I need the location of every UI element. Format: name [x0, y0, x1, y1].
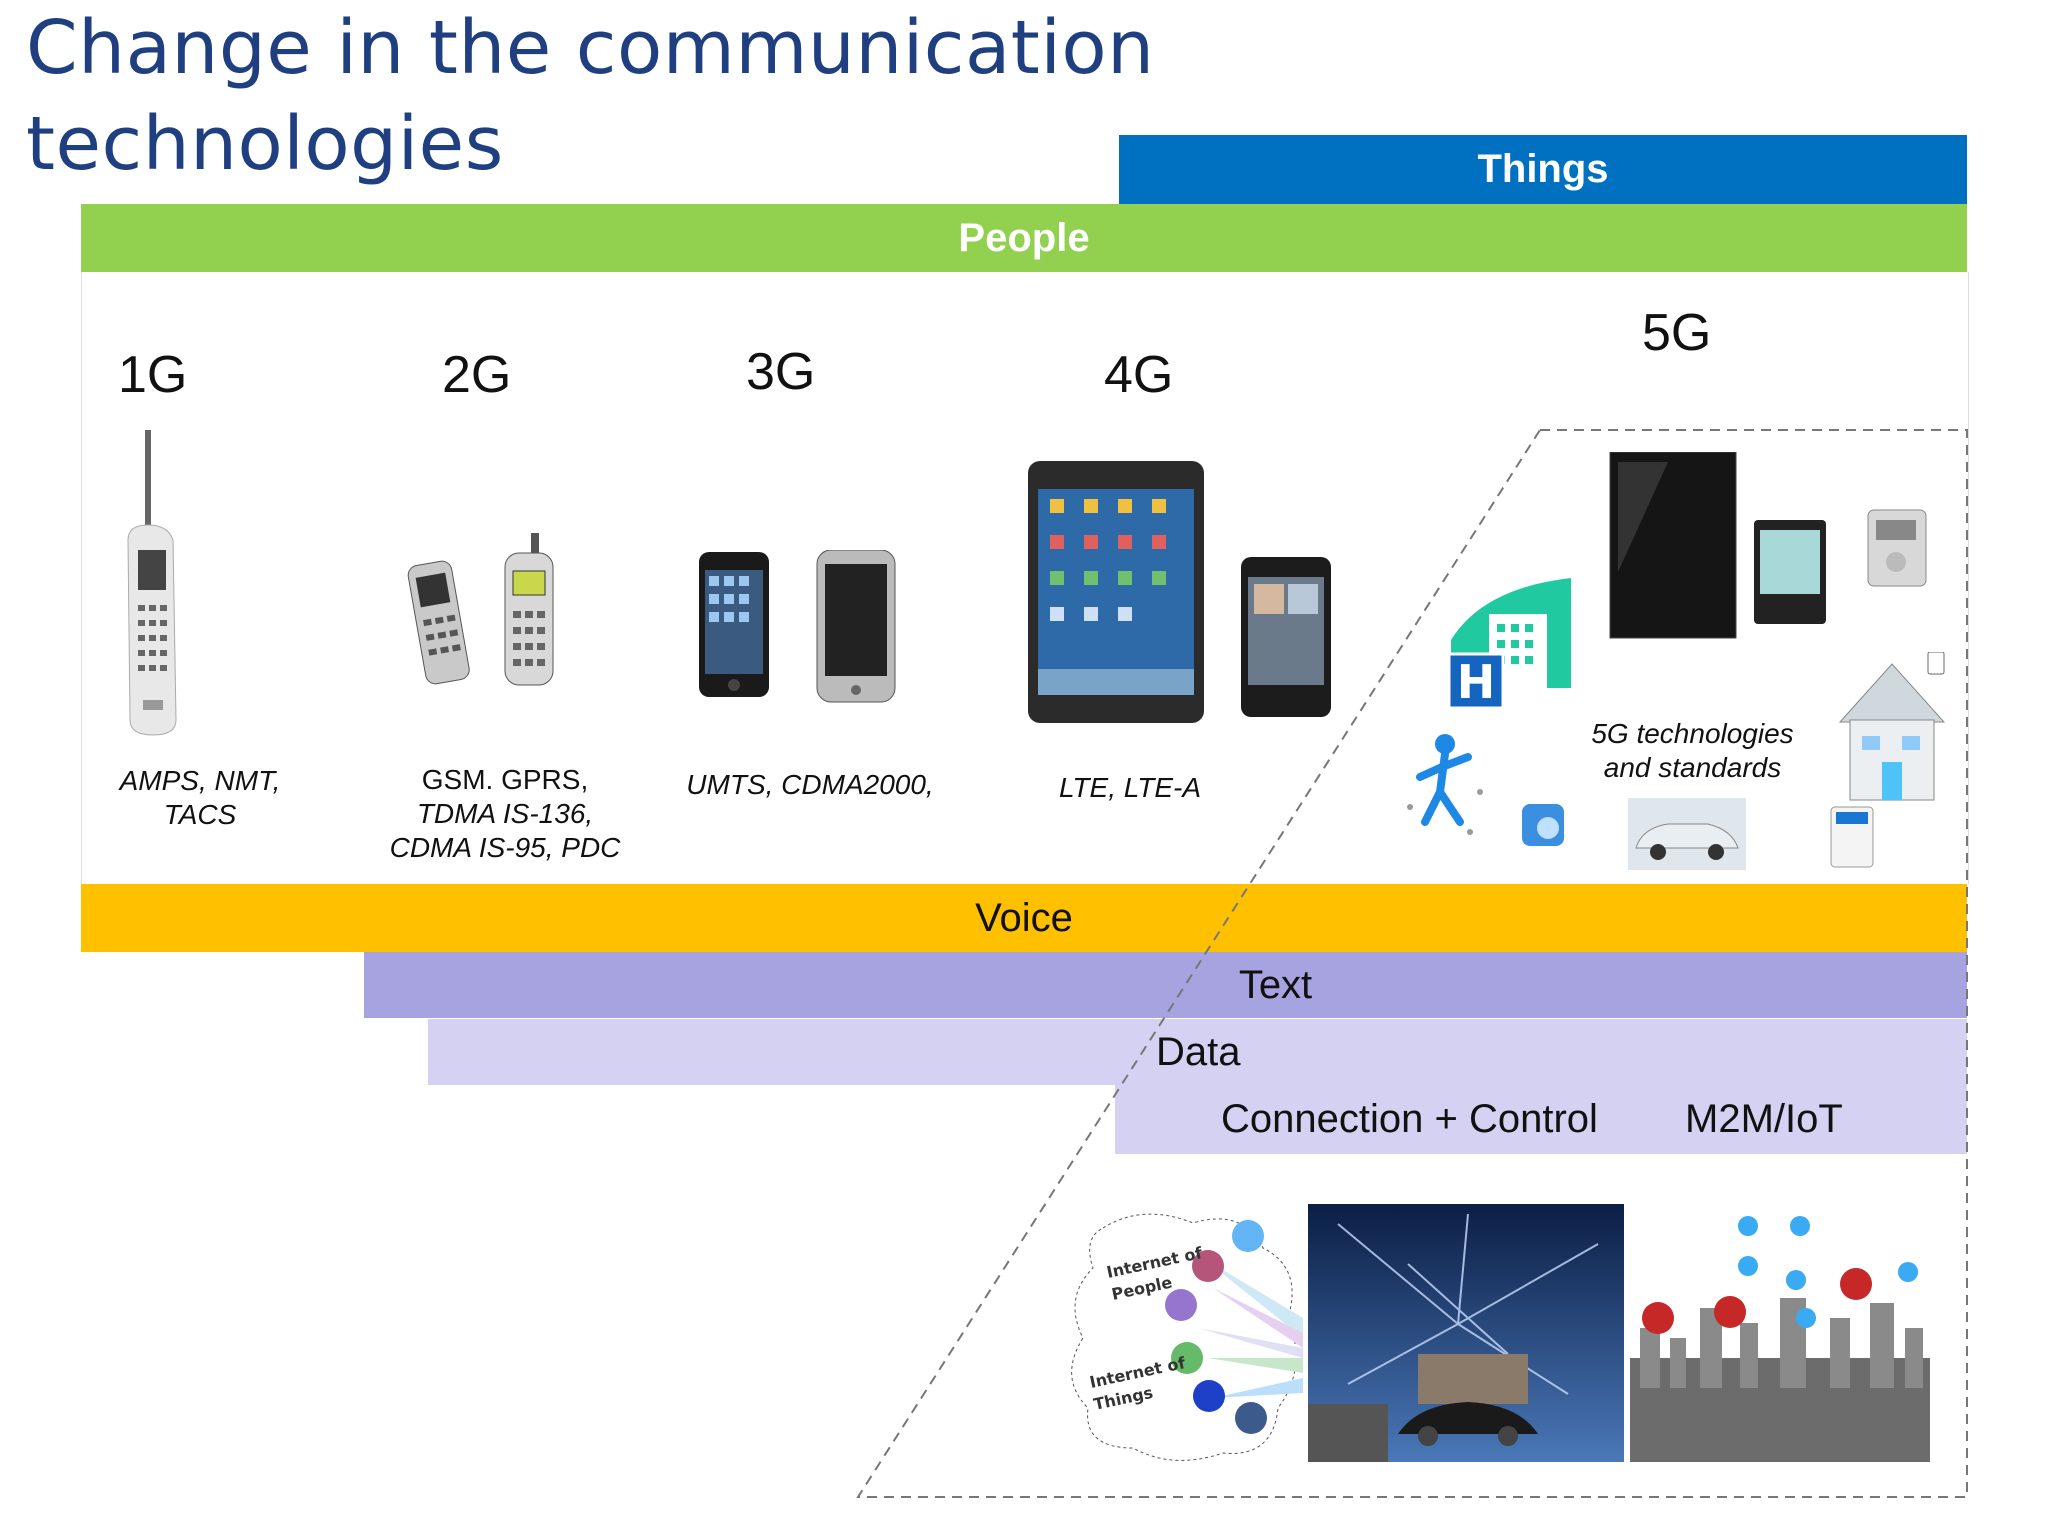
standards-5g-line-2: and standards	[1603, 752, 1782, 783]
text-band-label: Text	[1238, 962, 1313, 1007]
2g-phones-icon	[407, 533, 554, 686]
standards-1g: AMPS, NMT, TACS	[95, 764, 305, 832]
data-band-label: Data	[1156, 1029, 1241, 1074]
1g-brick-phone-icon	[127, 430, 177, 736]
standards-5g: 5G technologies and standards	[1575, 717, 1810, 785]
gen-2g-label: 2G	[442, 346, 512, 404]
data-band: Data	[428, 1019, 1967, 1085]
standards-2g: GSM. GPRS, TDMA IS-136, CDMA IS-95, PDC	[370, 763, 640, 865]
title-line-1: Change in the communication	[26, 5, 1155, 91]
blue-app-icon	[1522, 804, 1564, 846]
standards-3g-line-1: UMTS, CDMA2000,	[686, 769, 934, 800]
standards-2g-line-3: CDMA IS-95, PDC	[389, 832, 621, 863]
connection-control-label: Connection + Control	[1221, 1097, 1598, 1141]
hospital-icon: H	[1447, 578, 1571, 710]
m2m-iot-label: M2M/IoT	[1685, 1097, 1843, 1141]
connection-band: Connection + Control M2M/IoT	[1115, 1085, 1967, 1154]
svg-text:H: H	[1457, 655, 1496, 709]
gen-1g-label: 1G	[118, 346, 188, 404]
gen-4g-label: 4G	[1104, 346, 1174, 404]
smart-house-icon	[1838, 652, 1946, 801]
people-band: People	[81, 204, 1967, 272]
3g-smartphones-icon	[699, 550, 896, 703]
voice-band: Voice	[81, 884, 1967, 952]
iot-cloud-diagram-icon: Internet of People Internet of Things	[1071, 1213, 1303, 1461]
standards-3g: UMTS, CDMA2000,	[670, 768, 950, 802]
connected-city-image	[1308, 1204, 1624, 1462]
smart-meter-icon	[1830, 806, 1874, 868]
standards-2g-line-1: GSM. GPRS,	[421, 764, 589, 795]
4g-tablet-phone-icon	[1028, 461, 1331, 723]
gen-5g-label: 5G	[1642, 304, 1712, 362]
things-band: Things	[1119, 135, 1967, 204]
standards-4g-line-1: LTE, LTE-A	[1058, 772, 1202, 803]
standards-2g-line-2: TDMA IS-136,	[416, 798, 594, 829]
body-sensor-figure-icon	[1407, 734, 1483, 835]
connected-car-icon	[1628, 798, 1746, 870]
twitter-city-image	[1630, 1216, 1930, 1462]
title-line-2: technologies	[26, 101, 504, 187]
text-band: Text	[364, 952, 1967, 1018]
standards-1g-line-2: TACS	[163, 799, 237, 830]
standards-1g-line-1: AMPS, NMT,	[119, 765, 281, 796]
5g-devices-icon	[1609, 452, 1927, 639]
standards-5g-line-1: 5G technologies	[1591, 718, 1794, 749]
page-title: Change in the communication technologies	[26, 0, 1155, 192]
gen-3g-label: 3G	[746, 343, 816, 401]
standards-4g: LTE, LTE-A	[1030, 771, 1230, 805]
